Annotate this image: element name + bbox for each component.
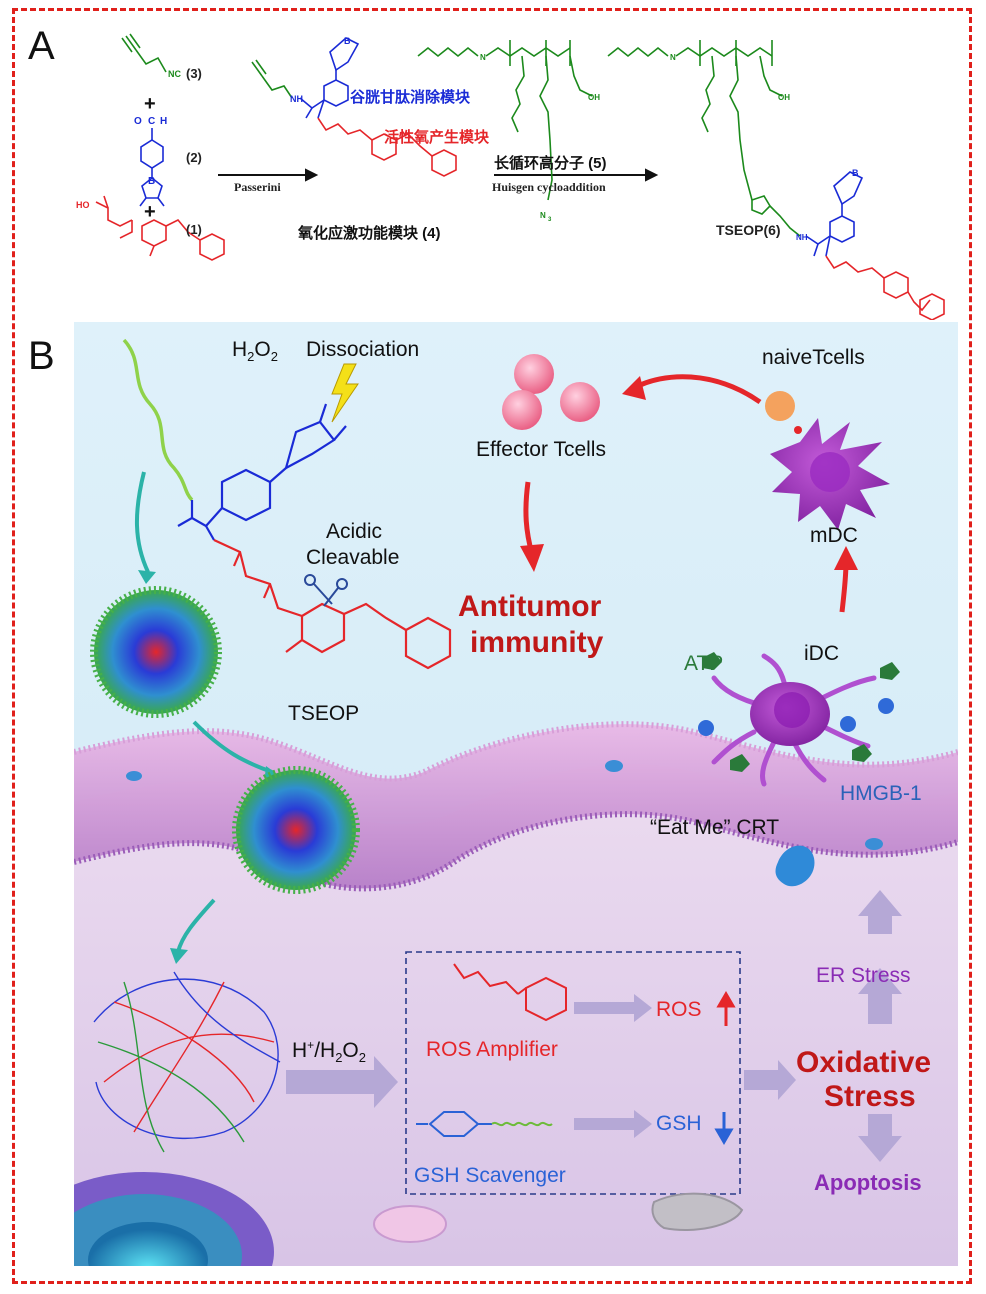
compound-2-structure bbox=[139, 128, 165, 207]
naive-t-cell bbox=[765, 391, 795, 421]
plus-sign-2: + bbox=[144, 201, 156, 223]
eat-me-crt-label: “Eat Me” CRT bbox=[650, 816, 780, 839]
svg-text:N: N bbox=[480, 53, 486, 62]
atp-molecules bbox=[702, 652, 900, 772]
quinone-methide-structure bbox=[416, 1111, 492, 1137]
ros-label: ROS bbox=[656, 998, 702, 1021]
golgi-apparatus bbox=[651, 1192, 744, 1231]
atp-label: ATP bbox=[684, 652, 724, 675]
cinnamaldehyde-structure bbox=[453, 963, 567, 1022]
compound-4-label: 氧化应激功能模块 (4) bbox=[298, 225, 441, 242]
compound-2-label: (2) bbox=[186, 150, 202, 165]
tseop-structure bbox=[177, 403, 452, 670]
tseop-label: TSEOP bbox=[288, 702, 360, 725]
svg-text:OH: OH bbox=[778, 93, 790, 102]
svg-text:C: C bbox=[148, 116, 155, 127]
effector-cell-2 bbox=[502, 390, 542, 430]
dissociation-label: Dissociation bbox=[306, 338, 420, 361]
dashed-frame bbox=[12, 8, 972, 1284]
polymer-chain bbox=[122, 338, 194, 502]
gsh-module-label: 谷胱甘肽消除模块 bbox=[350, 89, 471, 106]
compound-5-label: 长循环高分子 (5) bbox=[494, 155, 607, 172]
svg-text:B: B bbox=[852, 168, 859, 178]
ros-amplifier-label: ROS Amplifier bbox=[426, 1038, 558, 1061]
compound-3-label: (3) bbox=[186, 66, 202, 81]
product-6-structure bbox=[607, 40, 945, 320]
mature-dendritic-cell bbox=[770, 418, 890, 530]
scissors-icon bbox=[304, 574, 348, 607]
er-stress-label: ER Stress bbox=[816, 964, 911, 987]
h2o2-arrow bbox=[286, 1056, 398, 1108]
panel-b-scene bbox=[74, 322, 958, 1266]
plus-sign-1: + bbox=[144, 93, 156, 115]
cleavable-label: Cleavable bbox=[306, 546, 400, 569]
ros-up-arrow bbox=[716, 991, 736, 1026]
compound-1-structure bbox=[95, 195, 225, 261]
h-h2o2-label: H+/H2O2 bbox=[292, 1038, 366, 1066]
apoptosis-label: Apoptosis bbox=[814, 1170, 922, 1195]
teal-arrows bbox=[134, 471, 273, 953]
svg-text:NH: NH bbox=[796, 233, 808, 242]
disassembled-polymer bbox=[93, 971, 281, 1153]
svg-text:O: O bbox=[134, 116, 142, 127]
micelle-1 bbox=[94, 590, 218, 714]
svg-text:N: N bbox=[540, 211, 546, 220]
compound-4-structure bbox=[251, 37, 457, 177]
idc-label: iDC bbox=[804, 642, 839, 665]
crt-protein bbox=[775, 845, 815, 887]
oxidative-label: Oxidative bbox=[796, 1046, 932, 1079]
h2o2-label: H2O2 bbox=[232, 338, 278, 365]
effector-tcells-label: Effector Tcells bbox=[476, 438, 606, 461]
acidic-label: Acidic bbox=[326, 520, 383, 543]
nc-atom: NC bbox=[168, 69, 181, 79]
er-up-arrow-2 bbox=[858, 890, 902, 934]
mitochondrion bbox=[373, 1205, 447, 1243]
antitumor-label: Antitumor bbox=[458, 590, 602, 623]
gsh-down-arrow bbox=[714, 1112, 734, 1145]
passerini-label: Passerini bbox=[234, 180, 281, 194]
huisgen-label: Huisgen cycloaddition bbox=[492, 180, 606, 194]
reaction-arrow-1 bbox=[218, 168, 319, 182]
ros-module-label: 活性氧产生模块 bbox=[384, 129, 490, 146]
panel-b-illustration: H2O2 Dissociation Acidic Cleavable TSEOP… bbox=[74, 322, 958, 1266]
micelle-2 bbox=[236, 770, 356, 890]
er-up-arrow-1 bbox=[858, 968, 902, 1024]
naive-tcells-label: naiveTcells bbox=[762, 346, 865, 369]
lightning-icon bbox=[331, 363, 359, 423]
ho-atom: HO bbox=[76, 200, 90, 210]
svg-text:B: B bbox=[148, 176, 155, 187]
mechanism-box bbox=[405, 951, 741, 1195]
svg-text:NH: NH bbox=[290, 94, 303, 104]
hmgb1-molecules bbox=[698, 698, 894, 736]
svg-text:B: B bbox=[344, 36, 351, 46]
svg-text:N: N bbox=[670, 53, 676, 62]
mdc-label: mDC bbox=[810, 524, 858, 547]
svg-text:H: H bbox=[160, 116, 167, 127]
stress-label: Stress bbox=[824, 1080, 916, 1113]
effector-cell-1 bbox=[514, 354, 554, 394]
panel-b-letter: B bbox=[28, 334, 55, 378]
svg-text:OH: OH bbox=[588, 93, 600, 102]
compound-6-label: TSEOP(6) bbox=[716, 222, 781, 238]
polymer-5-structure bbox=[417, 40, 593, 201]
hmgb1-label: HMGB-1 bbox=[840, 782, 922, 805]
svg-text:3: 3 bbox=[548, 217, 552, 223]
panel-a-letter: A bbox=[28, 24, 55, 68]
compound-1-label: (1) bbox=[186, 222, 202, 237]
immunity-label: immunity bbox=[470, 626, 604, 659]
compound-3-structure bbox=[121, 33, 167, 73]
gsh-label: GSH bbox=[656, 1112, 702, 1135]
apoptosis-arrow bbox=[858, 1114, 902, 1162]
panel-a-scheme: NC + + O C H B HO bbox=[76, 33, 945, 320]
gsh-scavenger-label: GSH Scavenger bbox=[414, 1164, 566, 1187]
reaction-arrow-2 bbox=[494, 168, 659, 182]
effector-cell-3 bbox=[560, 382, 600, 422]
